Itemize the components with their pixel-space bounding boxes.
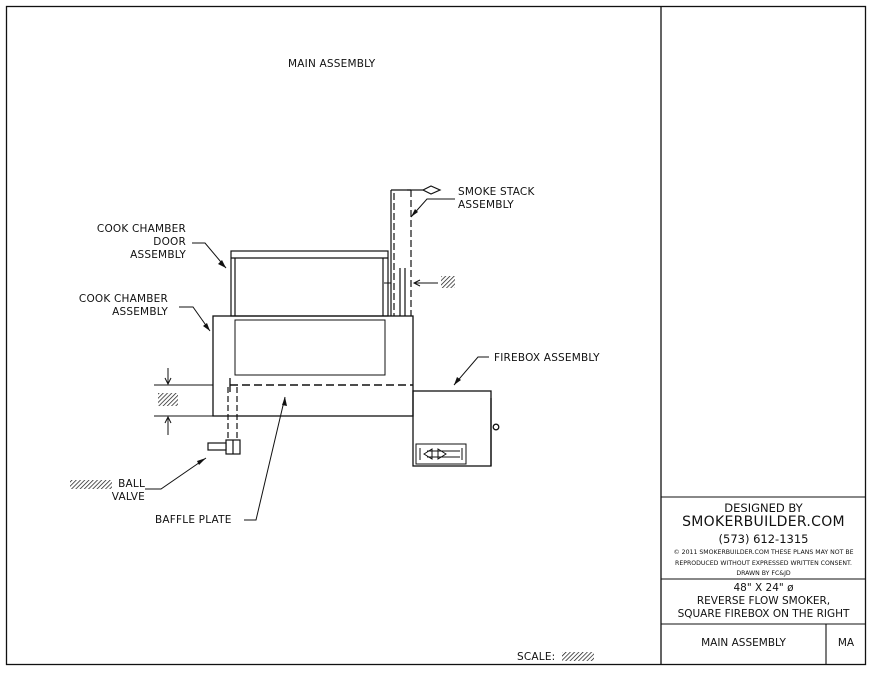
cook-chamber [212, 315, 414, 417]
ball-valve-label: BALL VALVE [112, 478, 145, 504]
smoke-stack [390, 185, 442, 316]
company-phone: (573) 612-1315 [718, 532, 809, 546]
ball-valve-hatch [70, 480, 112, 489]
leader-arrowheads [197, 209, 461, 465]
smoker-size: 48" X 24" ø [733, 582, 794, 594]
firebox [412, 390, 500, 467]
drawing-title: MAIN ASSEMBLY [288, 58, 376, 70]
scale-hatch [562, 652, 594, 661]
copyright-line2: REPRODUCED WITHOUT EXPRESSED WRITTEN CON… [675, 560, 852, 567]
cook-chamber-door-label-line1: COOK CHAMBER [96, 223, 186, 235]
stack-dimension-hatch [441, 276, 455, 288]
scale-label: SCALE: [517, 651, 556, 663]
cook-chamber-door [230, 250, 389, 317]
cook-chamber-door-label-line2: DOOR [153, 236, 186, 248]
copyright-line1: © 2011 SMOKERBUILDER.COM THESE PLANS MAY… [673, 549, 854, 556]
ball-valve [207, 387, 241, 455]
ball-valve-label-line1: BALL [118, 478, 145, 490]
sheet-code: MA [837, 637, 855, 649]
designed-by-label: DESIGNED BY [724, 501, 803, 515]
smoke-stack-label: SMOKE STACK ASSEMBLY [458, 186, 535, 212]
ball-valve-label-line2: VALVE [111, 491, 145, 503]
smoke-stack-label-line2: ASSEMBLY [458, 199, 514, 211]
description-line1: REVERSE FLOW SMOKER, [696, 595, 831, 607]
drawn-by: DRAWN BY FC&JD [736, 570, 791, 577]
cook-chamber-label: COOK CHAMBER ASSEMBLY [79, 293, 168, 319]
smoke-stack-label-line1: SMOKE STACK [458, 186, 535, 198]
leader-lines [145, 198, 489, 521]
baffle-plate-label: BAFFLE PLATE [155, 514, 232, 526]
stack-dimension-arrows [384, 279, 438, 287]
dimension-hatch [158, 393, 178, 406]
firebox-label: FIREBOX ASSEMBLY [494, 352, 600, 364]
cook-chamber-door-label: COOK CHAMBER DOOR ASSEMBLY [97, 223, 186, 262]
cook-chamber-label-line2: ASSEMBLY [112, 306, 168, 318]
cook-chamber-door-label-line3: ASSEMBLY [130, 249, 186, 261]
dimension-marks [154, 368, 213, 435]
description-line2: SQUARE FIREBOX ON THE RIGHT [677, 608, 850, 620]
sheet-border [5, 5, 867, 666]
company-name: SMOKERBUILDER.COM [682, 514, 845, 530]
cook-chamber-label-line1: COOK CHAMBER [78, 293, 168, 305]
sheet-name: MAIN ASSEMBLY [701, 637, 786, 649]
